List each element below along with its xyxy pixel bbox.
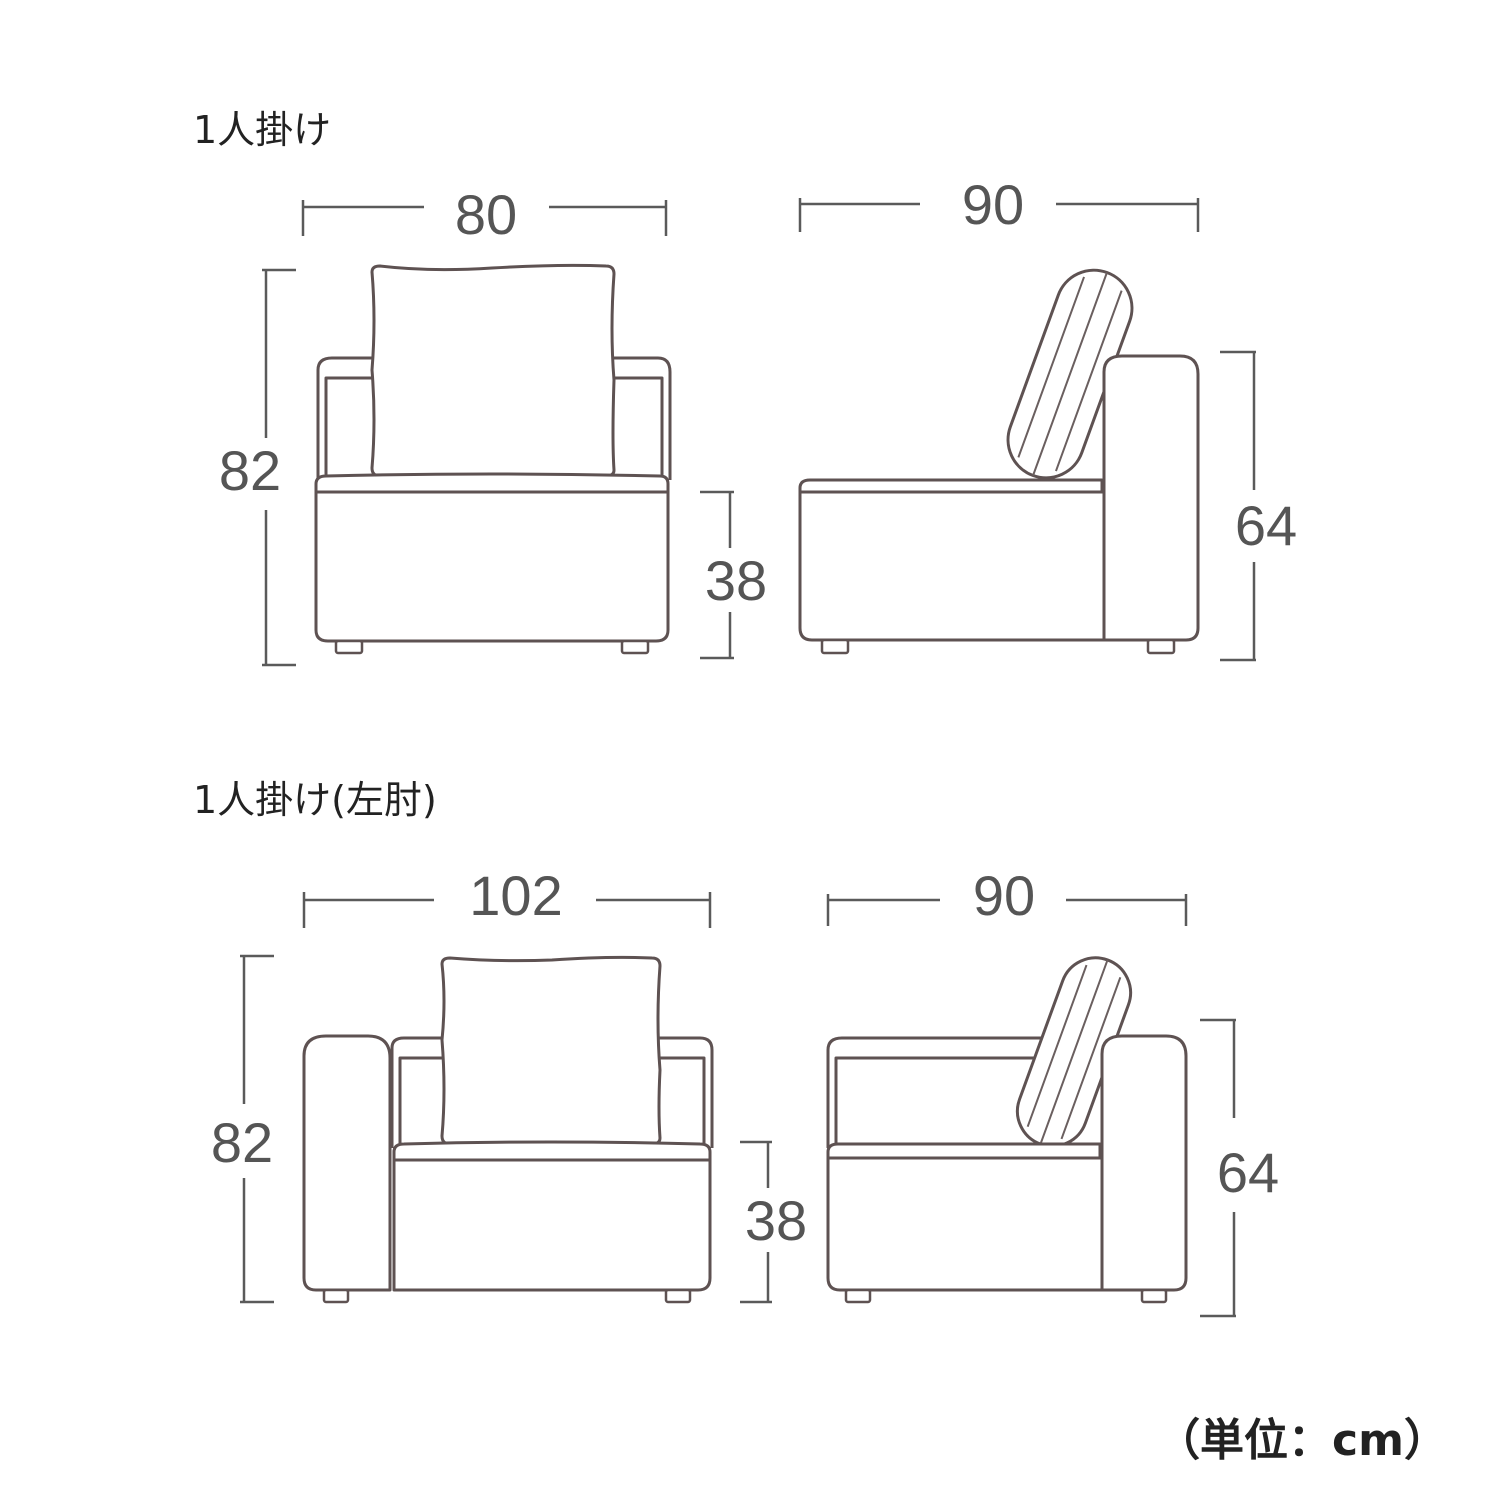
dimension-depth-left-arm: 90 bbox=[826, 864, 1188, 927]
dimension-width-single: 80 bbox=[301, 183, 668, 246]
dimension-arm-single: 64 bbox=[1220, 350, 1297, 662]
side-base bbox=[798, 490, 1106, 642]
back-cushion bbox=[370, 263, 616, 478]
dimension-arm-label: 64 bbox=[1217, 1141, 1279, 1204]
left-arm bbox=[302, 1034, 392, 1292]
dimension-depth-label: 90 bbox=[962, 173, 1024, 236]
cushion-stripes bbox=[1026, 959, 1122, 1145]
dimension-line bbox=[302, 892, 712, 928]
dimension-width-label: 102 bbox=[469, 864, 562, 927]
dimension-line bbox=[262, 268, 296, 667]
seat-cushion bbox=[314, 472, 670, 494]
dimension-line bbox=[240, 954, 274, 1304]
seat-cushion bbox=[392, 1140, 712, 1162]
dimension-line bbox=[1200, 1018, 1236, 1318]
sofa-base bbox=[314, 490, 670, 643]
dimension-line bbox=[798, 198, 1200, 232]
back-cushion bbox=[440, 955, 662, 1146]
cushion-stripes bbox=[1017, 272, 1123, 476]
sofa-foot bbox=[1140, 1288, 1168, 1304]
dimension-arm-left-arm: 64 bbox=[1200, 1018, 1279, 1318]
side-arm bbox=[1100, 1034, 1188, 1292]
dimension-width-left-arm: 102 bbox=[302, 864, 712, 928]
dimension-height-left-arm: 82 bbox=[211, 954, 274, 1304]
dimension-seat-single: 38 bbox=[700, 490, 767, 660]
dimension-depth-label: 90 bbox=[973, 864, 1035, 927]
sofa-foot bbox=[664, 1288, 692, 1304]
section-title-left-arm: 1人掛け(左肘) bbox=[193, 778, 437, 822]
dimension-depth-single: 90 bbox=[798, 173, 1200, 236]
dimension-line bbox=[826, 894, 1188, 926]
sofa-foot bbox=[820, 638, 850, 655]
section-title-single: 1人掛け bbox=[193, 108, 331, 152]
dimension-line bbox=[1220, 350, 1256, 662]
dimension-arm-label: 64 bbox=[1235, 494, 1297, 557]
front-view-single bbox=[314, 263, 672, 655]
dimension-seat-left-arm: 38 bbox=[740, 1140, 807, 1304]
side-view-left-arm bbox=[826, 956, 1188, 1304]
unit-note: （単位：cm） bbox=[1156, 1415, 1448, 1466]
sofa-foot bbox=[844, 1288, 872, 1304]
sofa-foot bbox=[1146, 638, 1176, 655]
dimension-height-label: 82 bbox=[219, 439, 281, 502]
sofa-foot bbox=[322, 1288, 350, 1304]
side-seat-cushion bbox=[826, 1142, 1102, 1160]
sofa-base bbox=[392, 1158, 712, 1292]
dimension-height-label: 82 bbox=[211, 1111, 273, 1174]
dimension-height-single: 82 bbox=[219, 268, 296, 667]
dimension-seat-label: 38 bbox=[745, 1189, 807, 1252]
front-view-left-arm bbox=[302, 955, 714, 1304]
dimension-line bbox=[301, 200, 668, 236]
side-base bbox=[826, 1156, 1104, 1292]
sofa-foot bbox=[334, 639, 364, 655]
dimension-width-label: 80 bbox=[455, 183, 517, 246]
dimension-seat-label: 38 bbox=[705, 549, 767, 612]
side-arm bbox=[1102, 354, 1200, 642]
side-seat-cushion bbox=[798, 478, 1104, 494]
dimension-line bbox=[740, 1140, 772, 1304]
side-view-single bbox=[798, 268, 1200, 655]
dimension-line bbox=[700, 490, 734, 660]
sofa-foot bbox=[620, 639, 650, 655]
